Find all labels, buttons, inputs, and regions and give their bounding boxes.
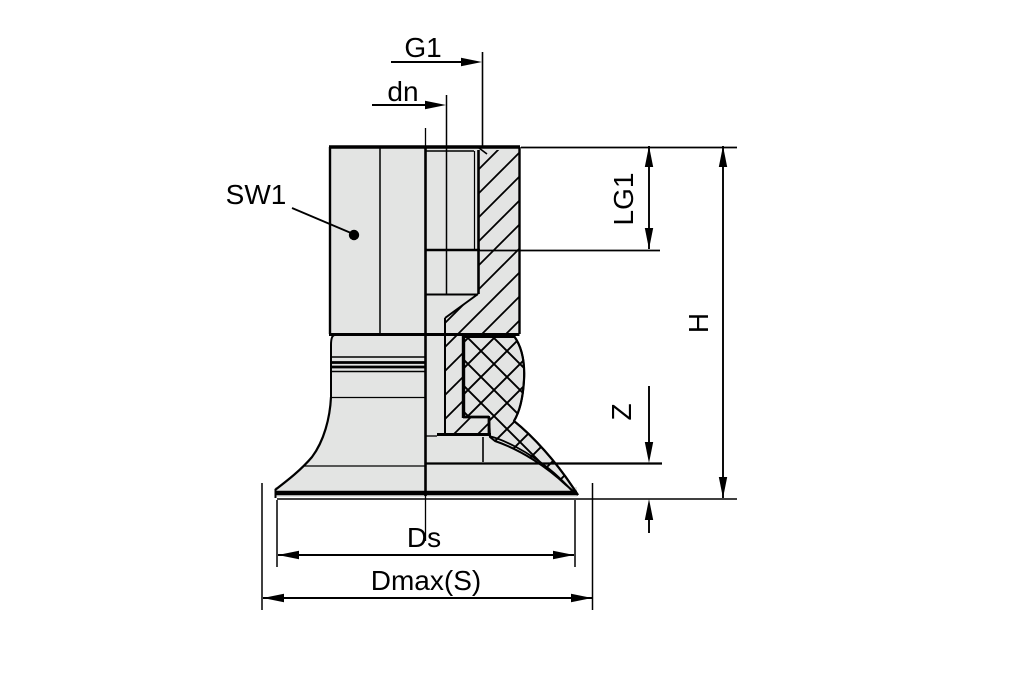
arrow-z-bottom (644, 499, 654, 520)
arrow-ds-right (553, 550, 574, 560)
lip-outer-profile (513, 420, 579, 496)
label-z: Z (606, 403, 637, 420)
neck-shoulder (330, 334, 336, 346)
arrow-lg1-top (644, 146, 654, 167)
label-ds: Ds (407, 522, 441, 553)
arrow-z-top (644, 442, 654, 463)
arrow-lg1-bottom (644, 228, 654, 249)
label-dmax: Dmax(S) (371, 565, 481, 596)
arrow-h-top (718, 146, 728, 167)
arrow-dmax-left (263, 593, 284, 603)
arrow-dmax-right (571, 593, 592, 603)
neck (331, 334, 425, 397)
label-lg1: LG1 (608, 173, 639, 226)
bell-profile (274, 396, 333, 491)
label-h: H (683, 313, 714, 333)
metal-section-hatch (445, 150, 519, 434)
drill-cone-line (444, 293, 479, 319)
dimension-lines (261, 52, 737, 610)
label-sw1: SW1 (226, 179, 287, 210)
label-dn: dn (387, 76, 418, 107)
leader-line-sw1 (291, 207, 352, 234)
leader-dot-sw1 (348, 229, 360, 241)
arrow-h-bottom (718, 477, 728, 498)
arrowheads (263, 57, 728, 603)
hole-entry-chamfer (478, 147, 488, 155)
dimension-labels: G1 dn SW1 LG1 H Z Ds Dmax(S) (226, 32, 714, 596)
arrow-g1 (461, 57, 482, 67)
arrow-ds-left (278, 550, 299, 560)
bell-cup-left (275, 397, 425, 496)
label-g1: G1 (404, 32, 441, 63)
bulge-outer-profile (513, 335, 526, 422)
arrow-dn (425, 100, 446, 110)
lip-inner-profile (488, 435, 575, 494)
